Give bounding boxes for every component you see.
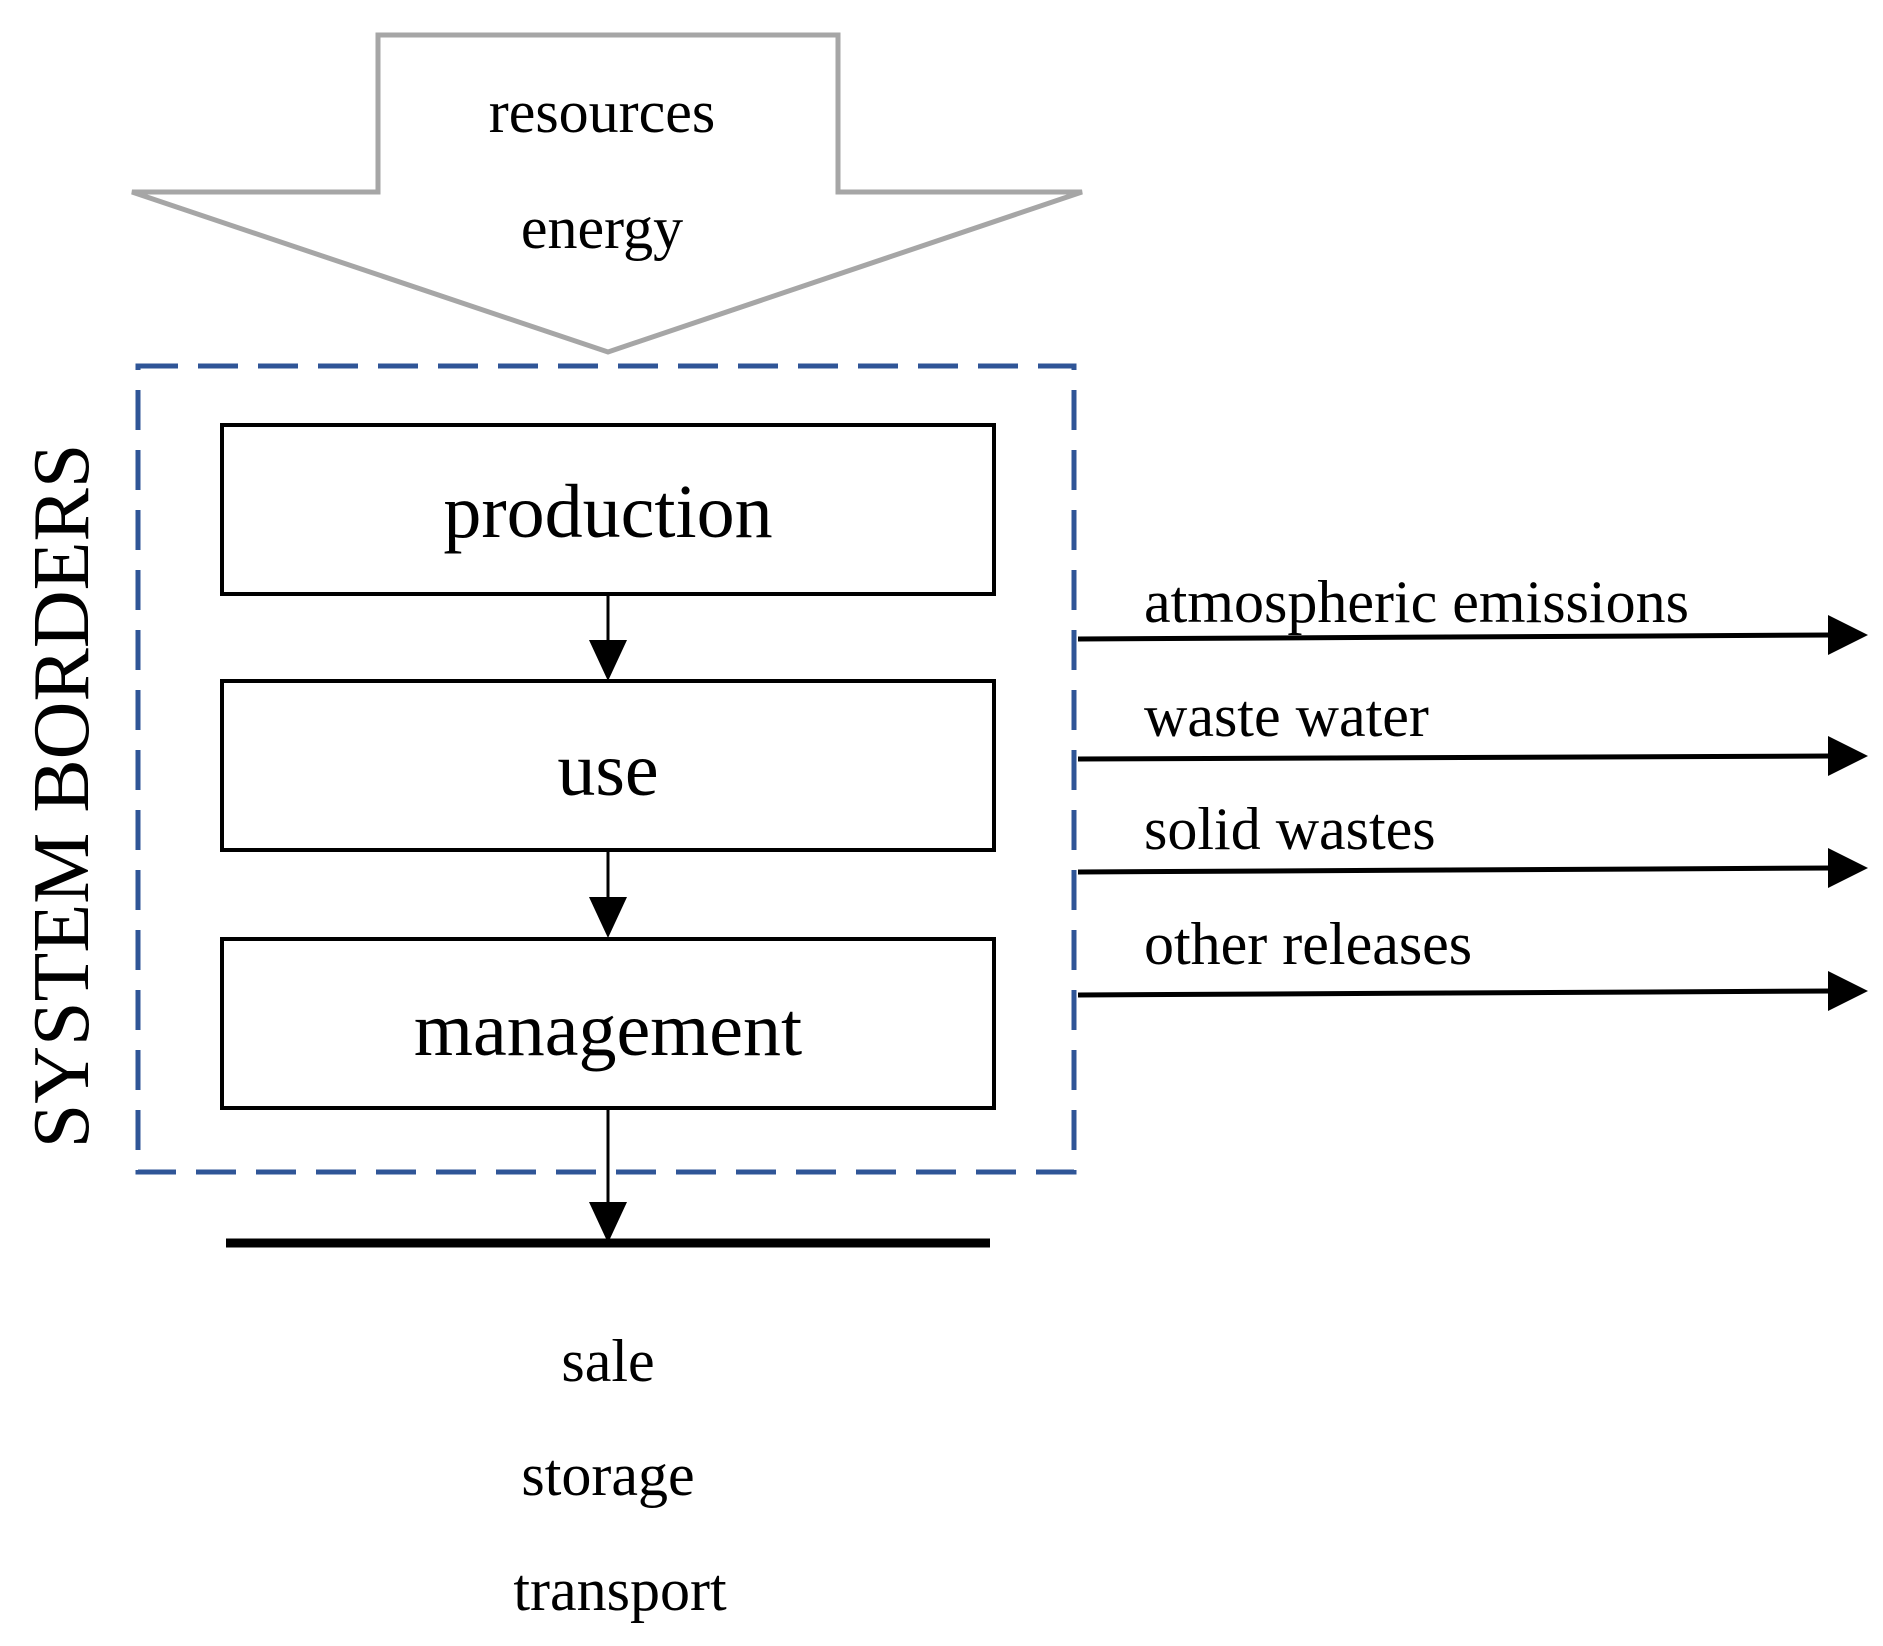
output-label: atmospheric emissions (1144, 569, 1689, 635)
stage-flow-arrow (589, 850, 627, 938)
output-arrow-line (1077, 865, 1833, 875)
output-arrow-line (1077, 988, 1833, 998)
destination-label-transport: transport (513, 1557, 727, 1623)
stage-label: management (414, 988, 802, 1072)
output-arrowhead (1828, 971, 1868, 1011)
stage-label: production (443, 470, 772, 554)
stage-flow-arrow (589, 594, 627, 681)
stage-box (220, 423, 996, 596)
output-label: waste water (1144, 683, 1429, 749)
output-label: other releases (1144, 911, 1472, 977)
output-arrowhead (1828, 848, 1868, 888)
input-label-energy: energy (521, 195, 683, 261)
output-arrowhead (1828, 736, 1868, 776)
input-label-resources: resources (489, 79, 716, 145)
output-other-releases: other releases (1077, 911, 1868, 1011)
stage-box (220, 937, 996, 1110)
stage-management: management (220, 937, 996, 1110)
stage-use: use (220, 679, 996, 852)
destination-label-storage: storage (521, 1442, 694, 1508)
output-arrow-line (1077, 753, 1833, 762)
system-border-label: SYSTEM BORDERS (18, 444, 106, 1149)
output-waste-water: waste water (1077, 683, 1868, 776)
output-arrow-line (1077, 632, 1833, 642)
stage-flow-arrow (589, 1108, 627, 1243)
output-label: solid wastes (1144, 796, 1436, 862)
destination-label-sale: sale (561, 1328, 654, 1394)
output-solid-wastes: solid wastes (1077, 796, 1868, 888)
stage-production: production (220, 423, 996, 596)
output-arrowhead (1828, 615, 1868, 655)
system-border-box (135, 363, 1077, 1175)
input-arrow-shape (131, 32, 1083, 355)
output-atmospheric-emissions: atmospheric emissions (1077, 569, 1868, 655)
stage-label: use (557, 728, 658, 812)
input-arrow: resources energy (131, 32, 1083, 355)
